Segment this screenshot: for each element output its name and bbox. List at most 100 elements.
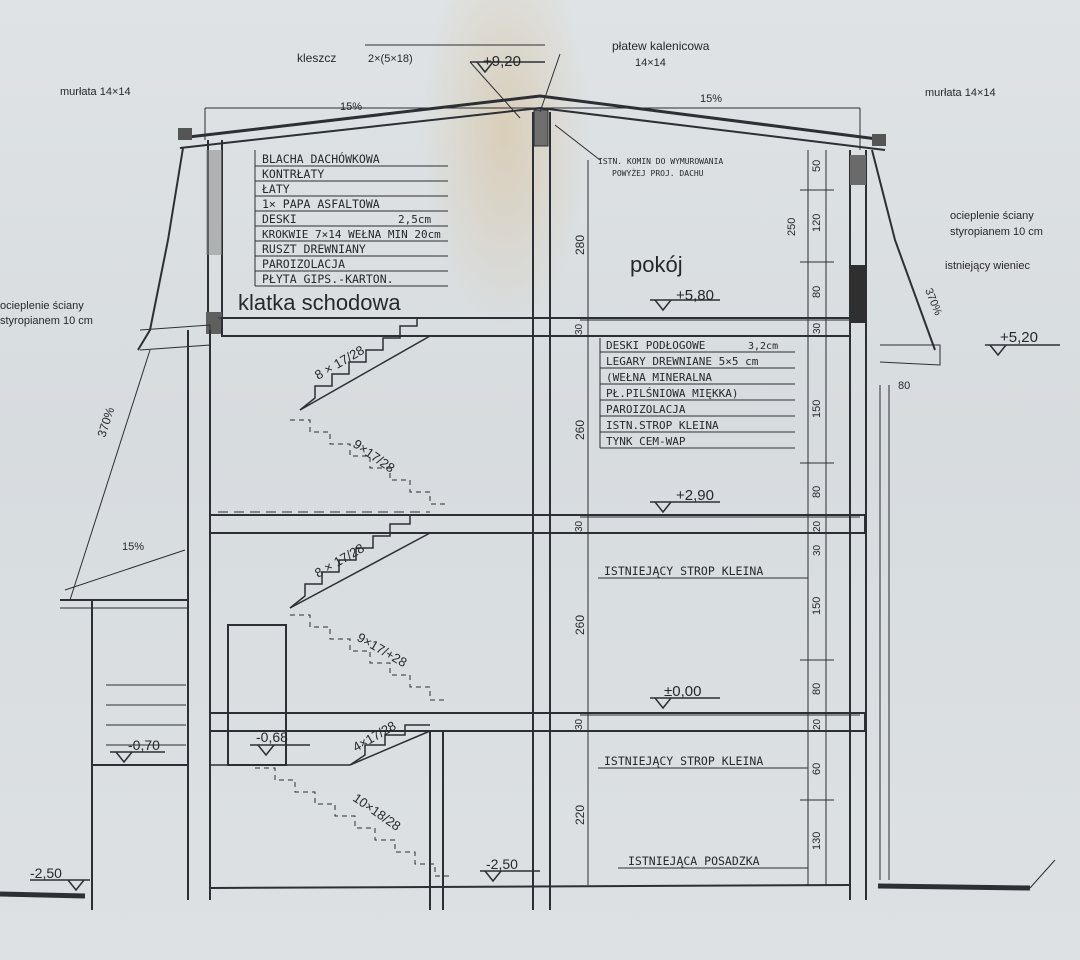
stair-flights [210,317,450,877]
stair-flight-5 [349,724,430,766]
slab-580 [221,317,851,337]
collar-tie-size: 2×(5×18) [368,53,413,65]
roof-layer: BLACHA DACHÓWKOWA [262,151,380,166]
slope-370-right: 370% [922,287,944,318]
lvl-290-tri [654,501,672,514]
level-m068: -0,68 [256,729,288,745]
roof-layer: KROKWIE 7×14 WEŁNA MIN 20cm [262,228,441,241]
chimney-note-1: ISTN. KOMIN DO WYMUROWANIA [598,157,723,166]
ground-left [0,891,86,899]
layer-table-lines [254,150,808,869]
lvl-000-tri [654,697,672,710]
paper-stain [420,0,590,330]
insulation-left-outline [137,147,184,351]
chimney-note-2: POWYŻEJ PROJ. DACHU [612,168,704,178]
dim-r-130: 130 [811,832,823,850]
slab-kleina-1: ISTNIEJĄCY STROP KLEINA [604,564,763,578]
dim-r-20-b: 20 [812,718,823,730]
wall-plate-right: murłata 14×14 [925,87,996,99]
dim-eave-80: 80 [898,380,910,392]
lvl-580-tri [654,299,672,312]
roof-labels: kleszcz 2×(5×18) +9,20 płatew kalenicowa… [60,39,996,178]
lvl-m070-tri [115,751,133,764]
lvl-520-tri [989,344,1007,357]
dim-250: 250 [786,218,798,236]
dimension-lines [580,150,860,885]
stair-flight-1-soffit [299,335,431,411]
roof-layer-thickness: 2,5cm [398,213,431,226]
stair-label-6: 10×18/28 [350,790,403,834]
ring-beam-label: istniejący wieniec [945,260,1030,272]
level-markers [30,61,1060,892]
roof-layer: KONTRŁATY [262,167,324,181]
slope-right: 15% [700,93,722,105]
ridge-purlin-label: płatew kalenicowa [612,39,710,53]
floor-layer: PŁ.PILŚNIOWA MIĘKKA) [606,387,738,400]
level-580: +5,80 [676,287,714,304]
lvl-m068-tri [257,744,275,757]
collar-tie-label: kleszcz [297,51,336,65]
dim-r-20-a: 20 [812,520,823,532]
dim-r-50: 50 [811,160,823,172]
roof-layer: RUSZT DREWNIANY [262,242,366,256]
floor-layer: LEGARY DREWNIANE 5×5 cm [606,355,759,368]
canopy-roof [64,549,186,591]
stair-flight-3-soffit [289,532,431,609]
roof-layer: PAROIZOLACJA [262,257,345,271]
stair-flight-5-soffit [349,730,431,766]
insulation-left-1: ocieplenie ściany [0,300,84,312]
slab-000 [209,712,866,732]
wall-plate-left: murłata 14×14 [60,86,131,98]
slab-labels: ISTNIEJĄCY STROP KLEINA ISTNIEJĄCY STROP… [604,564,763,868]
dim-r-80-a: 80 [811,286,823,298]
ring-beam-block [850,265,866,323]
dim-260-b: 260 [573,615,587,635]
chimney-leader [554,124,601,161]
ground-right [877,883,1031,891]
room-labels: pokój klatka schodowa [238,252,683,315]
eave-right [879,344,941,366]
dim-r-150-a: 150 [811,400,823,418]
ridge-level: +9,20 [483,53,521,70]
dim-30-c: 30 [574,718,585,730]
roof-layer: 1× PAPA ASFALTOWA [262,197,380,211]
dim-220: 220 [573,805,587,825]
stair-flight-3 [289,514,430,609]
insulation-right-1: ocieplenie ściany [950,210,1034,222]
floor-layer: ISTN.STROP KLEINA [606,419,719,432]
roof-structure [178,44,886,161]
wall-right-block-top [850,155,866,185]
stair-flight-6-dashed [255,767,450,877]
dim-r-30-b: 30 [812,544,823,556]
level-m250-mid: -2,50 [486,856,518,872]
insulation-right-outline [871,149,936,351]
floor-layer: TYNK CEM-WAP [606,435,686,448]
slab-290 [209,514,866,534]
lvl-920-tri [476,61,494,74]
stair-label-4: 9×17/+28 [355,630,410,670]
dim-30-a: 30 [574,323,585,335]
wall-plate-right-block [872,134,886,146]
level-520: +5,20 [1000,329,1038,346]
insulation-right-2: styropianem 10 cm [950,226,1043,238]
ground-break [1029,859,1056,889]
floor-layer: PAROIZOLACJA [606,403,686,416]
room-stair: klatka schodowa [238,290,401,315]
dim-30-b: 30 [574,520,585,532]
roof-layer: ŁATY [261,182,290,196]
floor-board-thickness: 3,2cm [748,341,778,352]
roof-rafter-top [179,94,886,142]
slab-kleina-2: ISTNIEJĄCY STROP KLEINA [604,754,763,768]
ground-floor [209,884,851,889]
room-attic: pokój [630,252,683,277]
wall-left-brick [206,150,222,255]
floor-layers: DESKI PODŁOGOWE 3,2cm LEGARY DREWNIANE 5… [606,339,778,448]
roof-layer: PŁYTA GIPS.-KARTON. [262,272,394,286]
roof-layer: DESKI [262,212,297,226]
floor-layer: (WEŁNA MINERALNA [606,371,712,384]
building-walls [0,112,1056,910]
dim-r-30: 30 [812,322,823,334]
level-000: ±0,00 [664,683,701,700]
